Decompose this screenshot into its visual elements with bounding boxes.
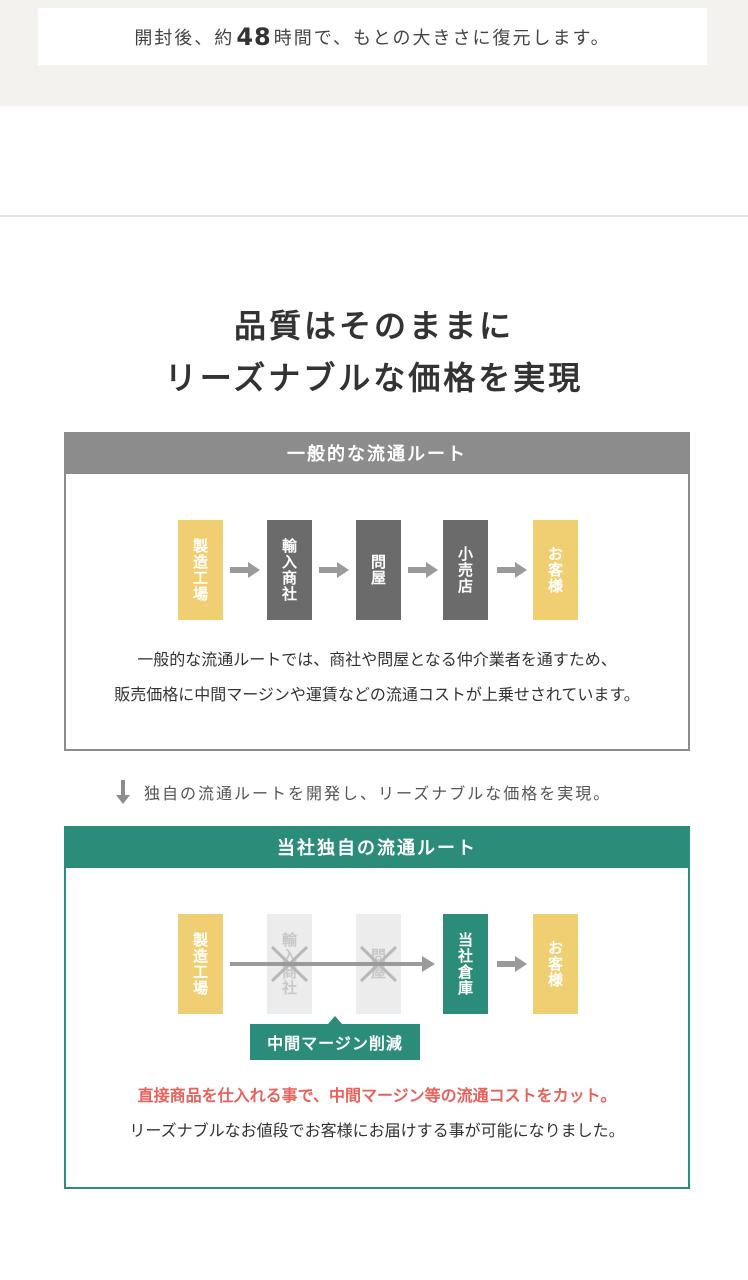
arrow-right-icon <box>319 562 349 578</box>
section-heading: 品質はそのままに リーズナブルな価格を実現 <box>0 300 748 404</box>
own-route-description: 直接商品を仕入れる事で、中間マージン等の流通コストをカット。 リーズナブルなお値… <box>66 1078 688 1148</box>
top-band: 開封後、約 48 時間で、もとの大きさに復元します。 <box>0 0 748 106</box>
step-factory: 製造工場 <box>178 914 223 1014</box>
step-retailer: 小売店 <box>443 520 488 620</box>
heading-line2: リーズナブルな価格を実現 <box>164 359 584 397</box>
own-desc-line: リーズナブルなお値段でお客様にお届けする事が可能になりました。 <box>129 1121 625 1140</box>
long-arrow-right-icon <box>230 956 435 972</box>
notice-before: 開封後、約 <box>134 27 235 49</box>
general-desc-line2: 販売価格に中間マージンや運賃などの流通コストが上乗せされています。 <box>114 685 640 704</box>
arrow-right-icon <box>230 562 260 578</box>
general-route-flow: 製造工場 輸入商社 問屋 小売店 お客様 <box>178 520 578 620</box>
step-import-trader: 輸入商社 <box>267 520 312 620</box>
general-route-description: 一般的な流通ルートでは、商社や問屋となる仲介業者を通すため、 販売価格に中間マー… <box>66 642 688 712</box>
heading-line1: 品質はそのままに <box>233 307 514 345</box>
step-company-warehouse: 当社倉庫 <box>443 914 488 1014</box>
margin-reduction-badge: 中間マージン削減 <box>250 1016 420 1060</box>
own-route-title: 当社独自の流通ルート <box>64 826 690 868</box>
arrow-right-icon <box>497 562 527 578</box>
general-route-panel: 一般的な流通ルート 製造工場 輸入商社 問屋 小売店 お客様 一般的な流通ルート… <box>64 432 690 751</box>
own-desc-highlight: 直接商品を仕入れる事で、中間マージン等の流通コストをカット。 <box>137 1086 617 1105</box>
notice-after: 時間で、もとの大きさに復元します。 <box>273 27 611 49</box>
own-route-flow: 製造工場 輸入商社 問屋 当社倉庫 お客様 <box>178 914 578 1014</box>
step-customer: お客様 <box>533 914 578 1014</box>
arrow-right-icon <box>408 562 438 578</box>
mid-note-text: 独自の流通ルートを開発し、リーズナブルな価格を実現。 <box>144 784 612 803</box>
notice-hours: 48 <box>236 22 272 51</box>
general-desc-line1: 一般的な流通ルートでは、商社や問屋となる仲介業者を通すため、 <box>137 650 617 669</box>
restore-notice: 開封後、約 48 時間で、もとの大きさに復元します。 <box>38 8 707 65</box>
general-route-title: 一般的な流通ルート <box>64 432 690 474</box>
step-factory: 製造工場 <box>178 520 223 620</box>
own-route-panel: 当社独自の流通ルート 製造工場 輸入商社 問屋 当社倉庫 お客様 中間マージン削… <box>64 826 690 1189</box>
step-customer: お客様 <box>533 520 578 620</box>
arrow-down-icon <box>116 780 130 804</box>
step-wholesaler: 問屋 <box>356 520 401 620</box>
mid-note: 独自の流通ルートを開発し、リーズナブルな価格を実現。 <box>116 778 611 806</box>
arrow-right-icon <box>497 956 527 972</box>
section-divider <box>0 215 748 217</box>
